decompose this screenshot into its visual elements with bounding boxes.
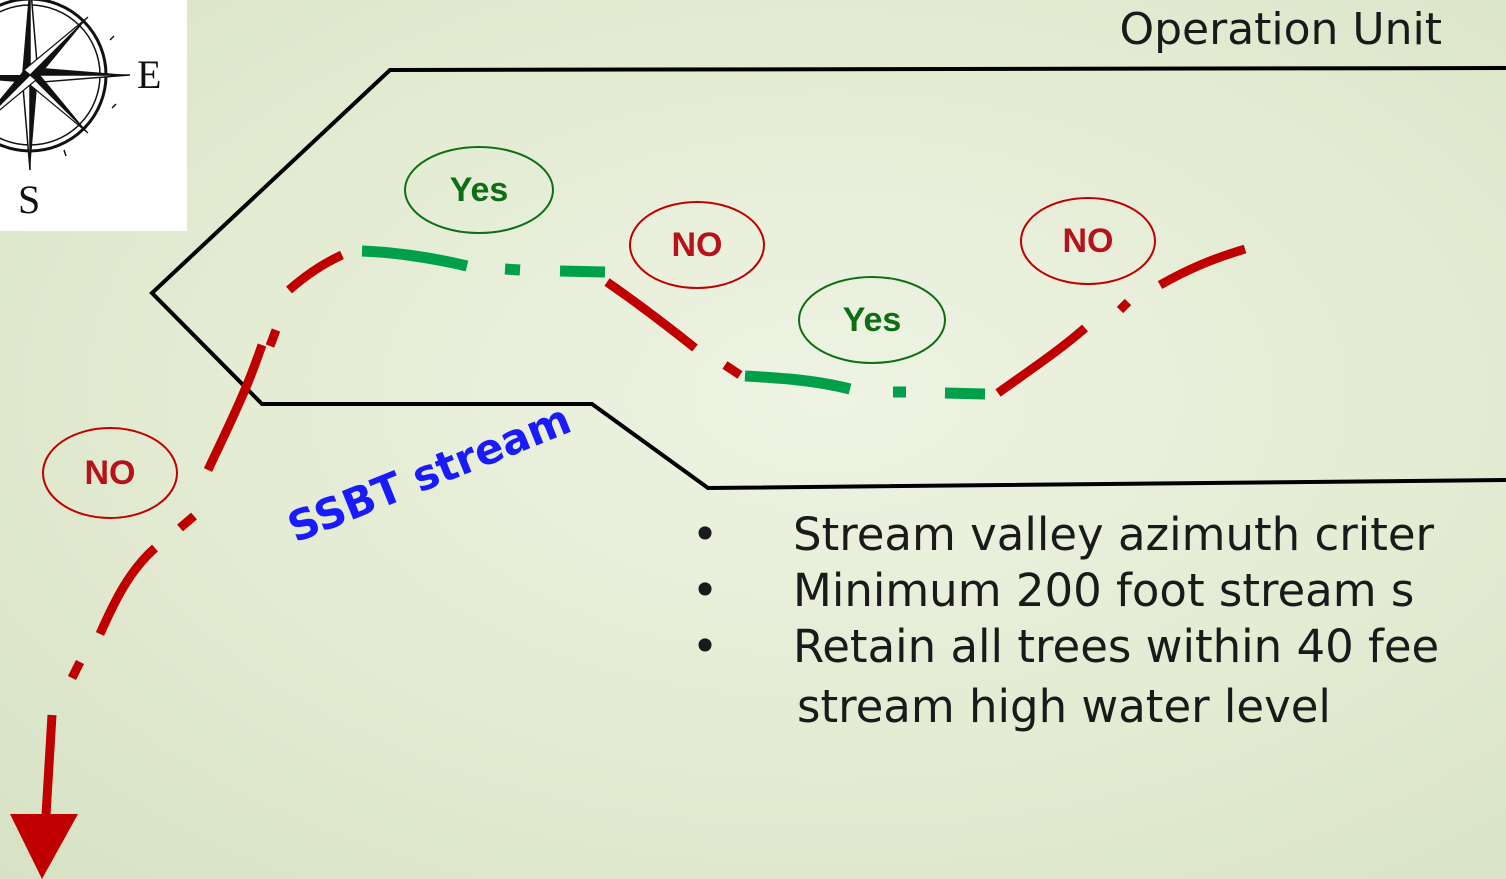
operation-unit-title: Operation Unit: [1119, 4, 1442, 55]
marker-oval-yes: [404, 146, 554, 234]
marker-oval-yes: [798, 276, 946, 364]
stream-segment-no: [995, 244, 1247, 397]
compass-rose: E S: [0, 0, 187, 231]
operation-unit-boundary: [149, 66, 1506, 491]
compass-east-label: E: [137, 52, 161, 97]
marker-oval-no: [42, 427, 178, 519]
stream-segment-yes: [744, 370, 986, 400]
criteria-item: • Minimum 200 foot stream s: [690, 563, 1439, 619]
criteria-text: Stream valley azimuth criter: [793, 508, 1435, 561]
stream-segment-yes: [361, 245, 606, 278]
flow-direction-arrow: [10, 814, 78, 879]
stream-segment-no: [604, 278, 743, 379]
bullet-dot: •: [691, 508, 719, 561]
criteria-text: Retain all trees within 40 fee: [793, 620, 1440, 673]
marker-oval-no: [629, 201, 765, 289]
marker-oval-no: [1020, 197, 1156, 285]
criteria-text: Minimum 200 foot stream s: [793, 564, 1415, 617]
bullet-dot: •: [691, 564, 719, 617]
stream-segment-no: [41, 250, 344, 816]
criteria-list: • Stream valley azimuth criter • Minimum…: [690, 507, 1440, 735]
bullet-dot: •: [691, 620, 719, 673]
stream-segments-no: [41, 244, 1247, 816]
stream-segments-yes: [361, 245, 986, 400]
criteria-item: • Stream valley azimuth criter: [690, 507, 1439, 563]
compass-rose-graphic: E S: [0, 0, 161, 222]
criteria-text-continuation: stream high water level: [797, 680, 1331, 733]
criteria-item: • Retain all trees within 40 fee: [690, 619, 1440, 675]
compass-south-label: S: [18, 177, 40, 222]
